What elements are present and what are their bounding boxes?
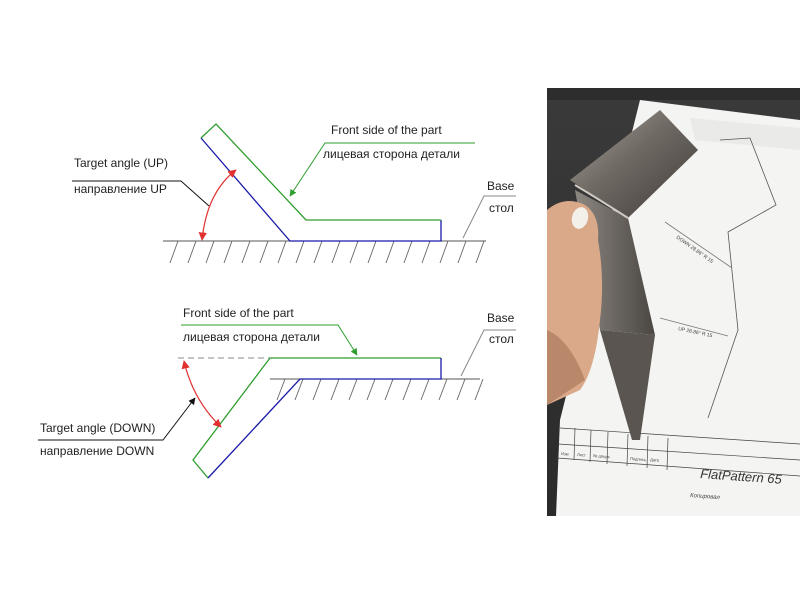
hand-shadow (547, 330, 585, 405)
title-block-cell-2: Лист (577, 452, 586, 458)
label-base-ru-up: стол (489, 201, 514, 215)
label-front-side-ru-up: лицевая сторона детали (323, 147, 460, 161)
metal-part-upper-flange (570, 110, 698, 218)
target-angle-arc-up (198, 169, 237, 241)
part-front-side-up (200, 123, 441, 221)
label-front-side-ru-down: лицевая сторона детали (183, 330, 320, 344)
label-base-en-down: Base (487, 311, 515, 325)
title-block-copied: Копировал (690, 493, 721, 501)
base-hatch-down (276, 378, 484, 401)
title-block-cell-3: № докум. (593, 453, 611, 459)
leader-front-side-up (289, 142, 475, 197)
leader-base-up (462, 195, 516, 239)
leader-target-angle-down (38, 397, 196, 441)
title-block-cell-1: Изм (561, 451, 569, 457)
flat-pattern-outline (707, 137, 777, 419)
target-angle-arc-down (181, 360, 222, 428)
title-block-cell-4: Подпись (630, 456, 646, 462)
part-back-side-up (200, 137, 442, 242)
base-hatch-up (169, 240, 485, 264)
metal-part-edge-highlight (574, 184, 629, 219)
photo-top-dark-strip (547, 88, 800, 100)
label-target-angle-en-up: Target angle (UP) (74, 156, 168, 170)
leader-base-down (460, 329, 516, 377)
title-block-name: FlatPattern 65 (700, 466, 783, 487)
part-back-side-down (207, 358, 442, 479)
title-block-cell-5: Дата (650, 457, 660, 463)
label-base-en-up: Base (487, 179, 515, 193)
label-target-angle-ru-up: направление UP (74, 182, 167, 196)
metal-part-lower-flange (600, 330, 655, 440)
leader-target-angle-up (72, 180, 210, 207)
label-base-ru-down: стол (489, 332, 514, 346)
diagram-down: Target angle (DOWN) направление DOWN Fro… (38, 306, 516, 479)
fingernail (571, 207, 589, 229)
label-target-angle-en-down: Target angle (DOWN) (40, 421, 155, 435)
title-block (556, 427, 800, 477)
bend-line-down (664, 221, 733, 269)
diagram-up: Target angle (UP) направление UP Front s… (72, 123, 516, 264)
leader-front-side-down (181, 324, 358, 356)
part-front-side-down (192, 357, 441, 479)
photo-bent-part: DOWN 28.86° R 15 UP 28.86° R 15 Изм Лист… (547, 88, 800, 516)
bend-line-up (659, 317, 729, 337)
label-front-side-en-up: Front side of the part (331, 123, 442, 137)
label-front-side-en-down: Front side of the part (183, 306, 294, 320)
label-target-angle-ru-down: направление DOWN (40, 444, 154, 458)
sheet-corner (690, 118, 800, 150)
